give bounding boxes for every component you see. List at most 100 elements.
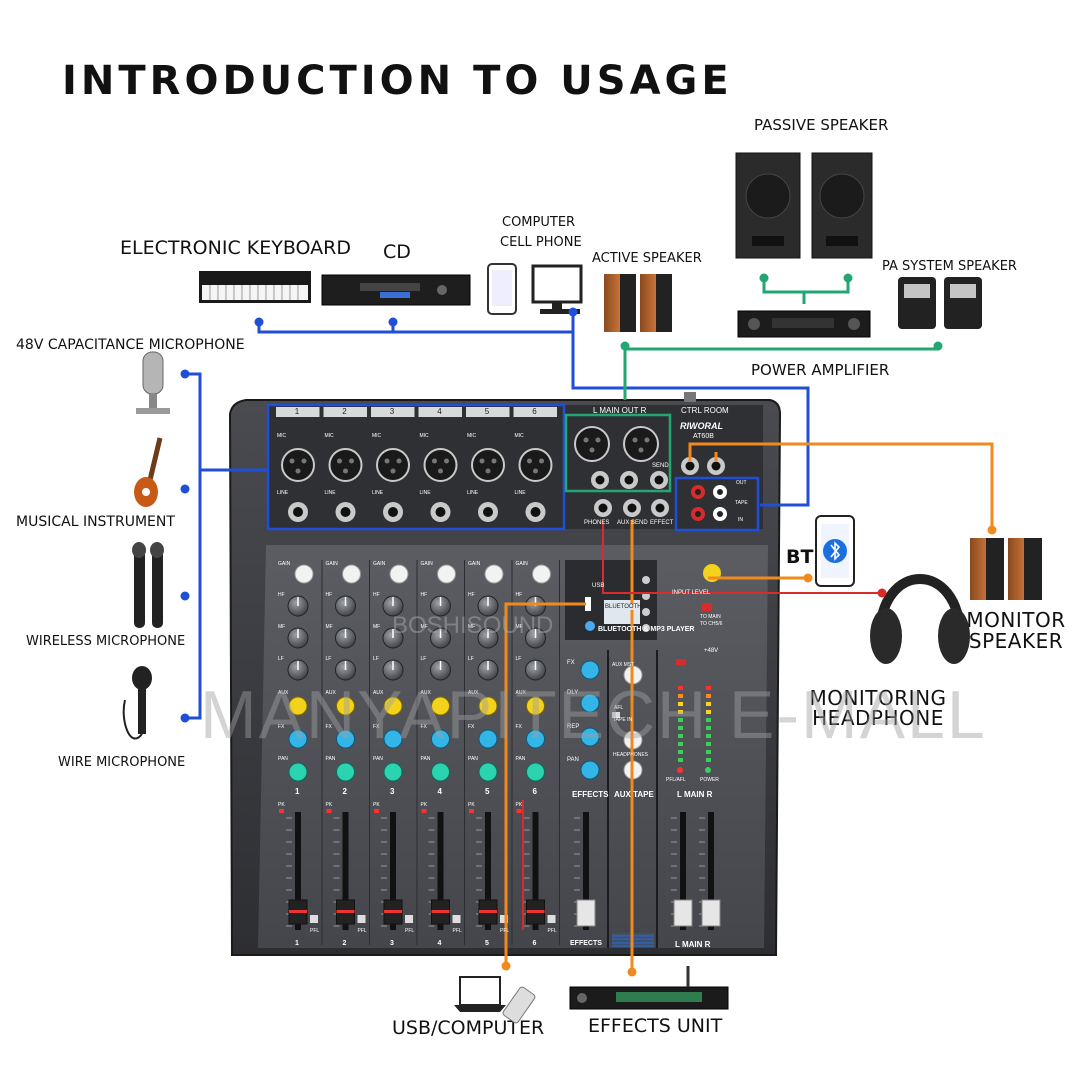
fx-master-knob[interactable] <box>580 660 600 680</box>
meter-led-right-3[interactable] <box>706 702 711 706</box>
meter-led-left-3[interactable] <box>678 702 683 706</box>
pan-master-knob[interactable] <box>580 760 600 780</box>
pan-knob-4[interactable] <box>431 762 450 782</box>
meter-led-right-4[interactable] <box>706 710 711 714</box>
connection-dot-12[interactable] <box>803 573 813 583</box>
connection-dot-5[interactable] <box>180 484 190 494</box>
connection-dot-7[interactable] <box>180 713 190 723</box>
connection-dot-4[interactable] <box>180 369 190 379</box>
pk-led-2[interactable] <box>326 809 332 813</box>
pan-knob-6[interactable] <box>526 762 545 782</box>
connection-dot-6[interactable] <box>180 591 190 601</box>
main-fader-right-track[interactable] <box>708 812 714 930</box>
pfl-button-6[interactable] <box>547 915 556 923</box>
xlr-input-3[interactable] <box>376 448 410 482</box>
pk-led-1[interactable] <box>279 809 284 813</box>
pfl-afl-led[interactable] <box>677 767 683 773</box>
pan-knob-3[interactable] <box>383 762 403 782</box>
fx-knob-2[interactable] <box>336 729 355 749</box>
aux-knob-2[interactable] <box>336 696 355 716</box>
fader-track-5[interactable] <box>485 812 491 930</box>
xlr-input-6[interactable] <box>518 448 553 482</box>
pk-led-4[interactable] <box>421 809 427 813</box>
gain-knob-1[interactable] <box>294 564 314 584</box>
channel-header-5[interactable] <box>466 407 510 417</box>
connection-dot-13[interactable] <box>501 961 511 971</box>
connection-dot-1[interactable] <box>254 317 264 327</box>
pfl-button-3[interactable] <box>405 915 413 923</box>
connection-dot-15[interactable] <box>987 525 997 535</box>
connection-dot-10[interactable] <box>620 341 630 351</box>
meter-led-right-1[interactable] <box>706 686 711 690</box>
fader-track-4[interactable] <box>437 812 444 930</box>
player-button-4[interactable] <box>642 624 650 632</box>
power-socket[interactable] <box>684 392 696 402</box>
usb-port[interactable] <box>585 597 591 611</box>
effects-fader-track[interactable] <box>583 812 589 930</box>
meter-led-right-8[interactable] <box>706 742 711 746</box>
pfl-button-1[interactable] <box>310 915 318 923</box>
meter-led-right-10[interactable] <box>706 758 711 762</box>
meter-led-left-1[interactable] <box>678 686 683 690</box>
rep-knob[interactable] <box>580 727 600 747</box>
aux-knob-3[interactable] <box>383 696 403 716</box>
connection-dot-11[interactable] <box>933 341 943 351</box>
meter-led-right-6[interactable] <box>706 726 711 730</box>
pfl-button-2[interactable] <box>357 915 366 923</box>
xlr-input-5[interactable] <box>471 448 505 482</box>
channel-header-4[interactable] <box>418 407 463 417</box>
fx-knob-3[interactable] <box>383 729 403 749</box>
power-led[interactable] <box>705 767 711 773</box>
fx-knob-1[interactable] <box>288 729 308 749</box>
player-button-1[interactable] <box>642 576 650 584</box>
player-screen[interactable] <box>604 600 640 624</box>
meter-led-left-8[interactable] <box>678 742 683 746</box>
meter-led-right-9[interactable] <box>706 750 711 754</box>
connection-dot-2[interactable] <box>388 317 398 327</box>
pfl-button-5[interactable] <box>500 915 508 923</box>
meter-led-right-2[interactable] <box>706 694 711 698</box>
pfl-button-4[interactable] <box>452 915 461 923</box>
bluetooth-button[interactable] <box>585 621 595 631</box>
channel-header-1[interactable] <box>276 407 320 417</box>
fader-track-2[interactable] <box>342 812 349 930</box>
fader-track-1[interactable] <box>295 812 301 930</box>
fader-track-6[interactable] <box>532 812 539 930</box>
meter-led-left-7[interactable] <box>678 734 683 738</box>
meter-led-left-9[interactable] <box>678 750 683 754</box>
main-fader-left-track[interactable] <box>680 812 686 930</box>
connection-dot-16[interactable] <box>877 588 887 598</box>
meter-led-right-7[interactable] <box>706 734 711 738</box>
connection-dot-14[interactable] <box>627 967 637 977</box>
aux-knob-5[interactable] <box>478 696 498 716</box>
to-main-switch[interactable] <box>702 603 712 611</box>
pk-led-5[interactable] <box>469 809 474 813</box>
connection-dot-3[interactable] <box>568 307 578 317</box>
pan-knob-1[interactable] <box>288 762 308 782</box>
channel-header-2[interactable] <box>323 407 368 417</box>
aux-knob-4[interactable] <box>431 696 450 716</box>
player-button-3[interactable] <box>642 608 650 616</box>
pk-led-3[interactable] <box>374 809 379 813</box>
main-fader-left-cap[interactable] <box>673 899 693 927</box>
pan-knob-2[interactable] <box>336 762 355 782</box>
meter-led-right-5[interactable] <box>706 718 711 722</box>
aux-knob-6[interactable] <box>526 696 545 716</box>
connection-dot-9[interactable] <box>843 273 853 283</box>
channel-header-6[interactable] <box>513 407 558 417</box>
meter-led-left-2[interactable] <box>678 694 683 698</box>
fx-knob-4[interactable] <box>431 729 450 749</box>
gain-knob-4[interactable] <box>437 564 456 584</box>
dly-knob[interactable] <box>580 693 600 713</box>
aux-knob-1[interactable] <box>288 696 308 716</box>
afl-button[interactable] <box>612 712 620 718</box>
pk-led-6[interactable] <box>516 809 522 813</box>
main-fader-right-cap[interactable] <box>701 899 721 927</box>
fx-knob-5[interactable] <box>478 729 498 749</box>
effects-fader-cap[interactable] <box>576 899 596 927</box>
fader-track-3[interactable] <box>390 812 396 930</box>
xlr-input-2[interactable] <box>328 448 363 482</box>
main-out-xlr-right[interactable] <box>623 426 659 462</box>
meter-led-left-5[interactable] <box>678 718 683 722</box>
gain-knob-2[interactable] <box>342 564 361 584</box>
